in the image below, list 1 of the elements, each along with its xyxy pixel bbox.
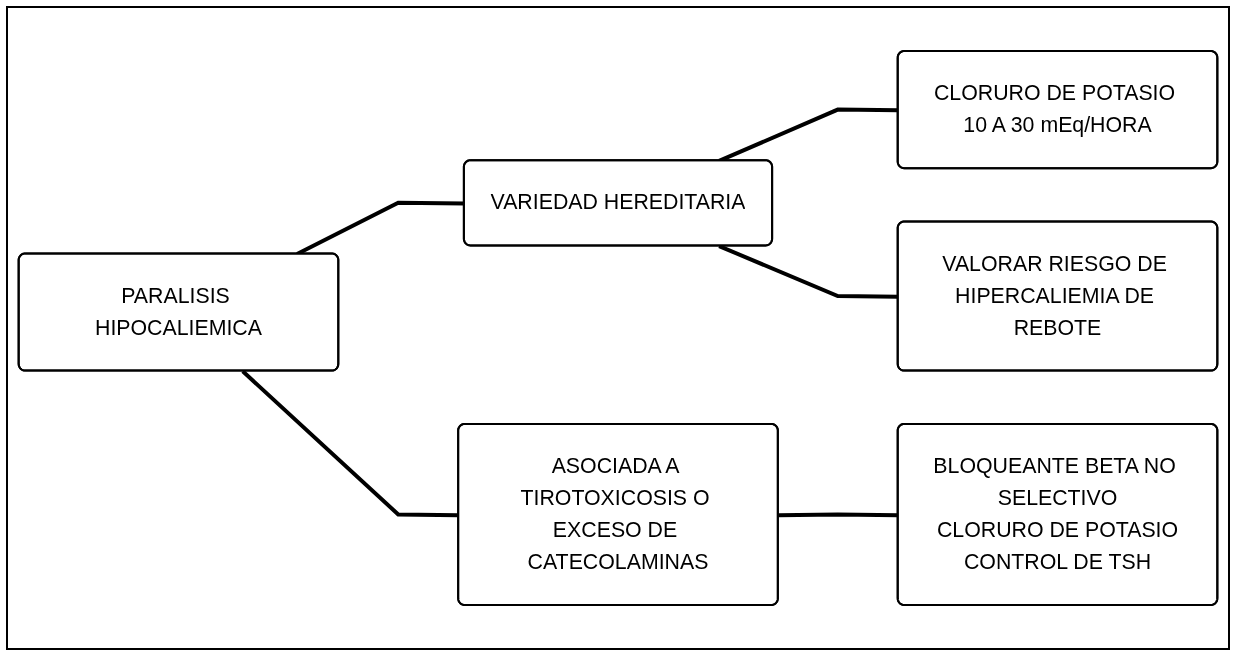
connector	[241, 369, 459, 518]
